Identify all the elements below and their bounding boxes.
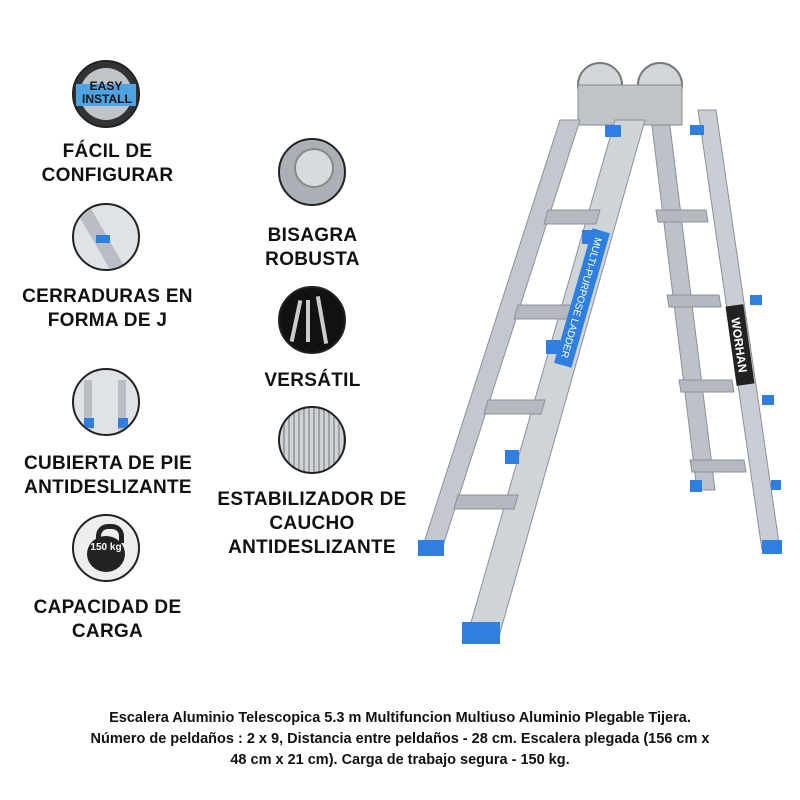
- front-ladder: MULTI-PURPOSE LADDER: [418, 119, 646, 644]
- feature-foot-cover: CUBIERTA DE PIE ANTIDESLIZANTE: [23, 453, 193, 498]
- anti-slip-foot-icon: [72, 368, 140, 436]
- feature-hinge: BISAGRA ROBUSTA: [265, 225, 360, 270]
- caption-line-3: 48 cm x 21 cm). Carga de trabajo segura …: [230, 752, 570, 768]
- feature-j-locks: CERRADURAS EN FORMA DE J: [22, 286, 193, 331]
- versatile-configurations-icon: [278, 286, 346, 354]
- capacity-icon-text: 150 kg: [87, 536, 125, 572]
- feature-capacity: CAPACIDAD DE CARGA: [33, 597, 182, 642]
- feature-stabilizer: ESTABILIZADOR DE CAUCHO ANTIDESLIZANTE: [217, 489, 407, 558]
- kettlebell-icon: 150 kg: [72, 514, 140, 582]
- rubber-stabilizer-icon: [278, 406, 346, 474]
- j-lock-icon: [72, 203, 140, 271]
- easy-install-text: EASY INSTALL: [82, 79, 132, 106]
- product-description: Escalera Aluminio Telescopica 5.3 m Mult…: [20, 708, 780, 771]
- back-ladder: WORHAN: [649, 109, 782, 554]
- feature-easy-setup: FÁCIL DE CONFIGURAR: [41, 141, 174, 186]
- hinge-icon: [278, 138, 346, 206]
- caption-line-2: Número de peldaños : 2 x 9, Distancia en…: [90, 731, 710, 747]
- caption-line-1: Escalera Aluminio Telescopica 5.3 m Mult…: [109, 710, 691, 726]
- brand-label: [725, 304, 755, 386]
- easy-install-badge-icon: EASY INSTALL: [72, 60, 140, 128]
- feature-versatile: VERSÁTIL: [264, 370, 361, 391]
- hinges: [577, 62, 683, 126]
